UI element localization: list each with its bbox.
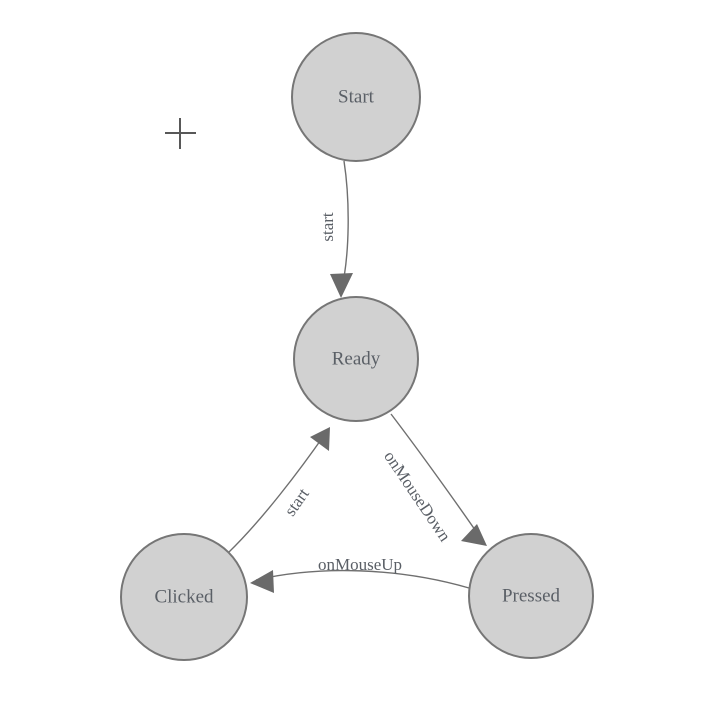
node-label: Clicked [154,586,214,607]
node-shape [468,533,594,659]
arrowhead-icon [250,570,274,593]
arrowhead-icon [461,524,487,546]
edge-line [340,160,349,293]
node-start[interactable]: Start [291,32,421,162]
node-label: Ready [332,348,381,369]
node-ready[interactable]: Ready [293,296,419,422]
edge-ready-to-pressed[interactable]: onMouseDown [380,413,487,546]
edge-line [228,433,326,553]
node-shape [291,32,421,162]
arrowhead-icon [330,273,353,298]
plus-marker-icon [165,118,196,149]
node-shape [120,533,248,661]
edge-label: start [318,212,337,242]
edge-line [390,413,483,541]
node-shape [293,296,419,422]
edge-pressed-to-clicked[interactable]: onMouseUp [250,555,470,593]
node-label: Pressed [502,585,561,606]
edge-clicked-to-ready[interactable]: start [228,427,330,553]
edge-start-to-ready[interactable]: start [318,160,353,298]
edge-label: onMouseDown [380,447,455,545]
edge-label: onMouseUp [318,555,402,574]
node-pressed[interactable]: Pressed [468,533,594,659]
node-label: Start [338,86,375,107]
edge-label: start [281,484,314,519]
node-clicked[interactable]: Clicked [120,533,248,661]
arrowhead-icon [310,427,330,451]
edge-line [255,569,470,589]
